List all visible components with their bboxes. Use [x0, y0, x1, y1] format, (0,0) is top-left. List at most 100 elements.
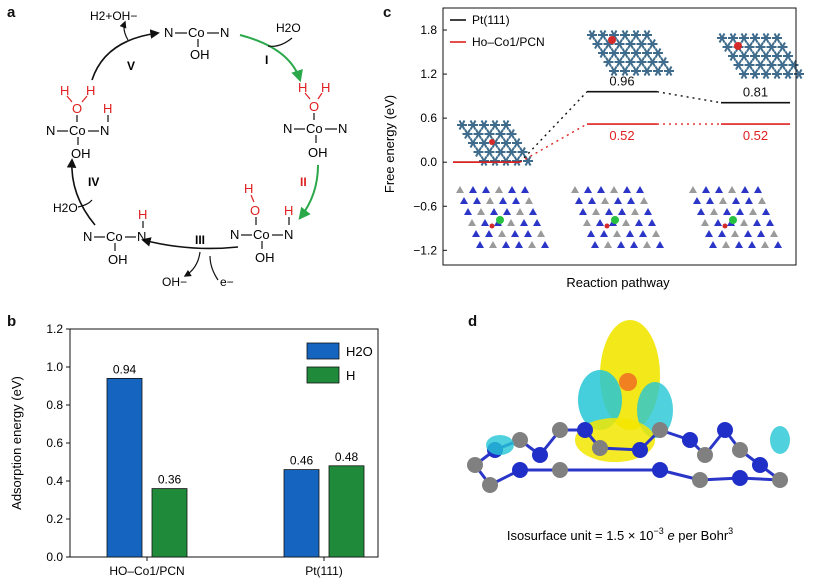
pcn-lattice-node: [498, 230, 506, 237]
pt-lattice-node: [777, 42, 788, 52]
energy-connector: [519, 123, 588, 163]
pcn-lattice-node: [731, 230, 739, 237]
atom-co: Co: [106, 229, 123, 244]
pt-lattice-node: [722, 42, 733, 52]
products-step-V: H2+OH−: [90, 9, 137, 23]
nitrogen-atom: [717, 422, 733, 438]
pcn-lattice-node: [774, 241, 782, 248]
y-tick-label: 0.0: [420, 155, 437, 169]
charge-density-render: [467, 320, 790, 493]
pt-lattice-node: [783, 51, 793, 61]
pcn-lattice-node: [521, 186, 529, 193]
pcn-lattice-node: [728, 186, 736, 193]
pcn-lattice-node: [601, 197, 609, 204]
carbon-atom: [592, 440, 608, 456]
atom-h-on-n: H: [138, 207, 147, 222]
pcn-lattice-node: [745, 197, 753, 204]
atom-n-left: N: [46, 123, 55, 138]
energy-connector: [656, 91, 722, 104]
pcn-slab-initial: [456, 186, 549, 248]
cyan-isosurface-edge: [486, 435, 514, 455]
carbon-atom: [552, 422, 568, 438]
pcn-lattice-node: [693, 197, 701, 204]
atom-o: O: [250, 203, 260, 218]
pcn-lattice-node: [749, 208, 757, 215]
pcn-lattice-node: [643, 241, 651, 248]
pt-lattice-node: [739, 33, 749, 43]
nitrogen-atom: [652, 462, 668, 478]
pt-lattice-node: [631, 66, 641, 76]
pt-lattice-node: [490, 120, 500, 130]
pt-lattice-node: [728, 33, 738, 43]
h2o-adsorbate: [608, 36, 616, 44]
pt-lattice-node: [506, 147, 517, 157]
pcn-lattice-node: [469, 186, 477, 193]
energy-diagram-y-axis-label: Free energy (eV): [382, 95, 397, 193]
pcn-lattice-node: [520, 219, 528, 226]
electron-in-step-III: e−: [220, 275, 234, 289]
energy-value-label: 0.81: [743, 85, 768, 100]
species-bottom: H N Co N OH: [83, 207, 147, 267]
pt-lattice-node: [783, 69, 793, 79]
pt-lattice-node: [761, 51, 771, 61]
pcn-lattice-node: [640, 197, 648, 204]
bar-chart-y-axis-label: Adsorption energy (eV): [9, 376, 24, 510]
pcn-lattice-node: [575, 197, 583, 204]
pt-lattice-node: [614, 57, 625, 67]
bar-value-label: 0.94: [113, 362, 137, 376]
ligand-oh: OH: [190, 47, 210, 62]
pcn-lattice-node: [718, 230, 726, 237]
pt-lattice-node: [664, 66, 674, 76]
h-adsorbate: [734, 42, 742, 50]
pt-lattice-node: [750, 33, 760, 43]
pcn-lattice-node: [525, 197, 533, 204]
nitrogen-atom: [577, 422, 593, 438]
legend-label: Ho–Co1/PCN: [472, 35, 545, 49]
carbon-atom: [652, 422, 668, 438]
pcn-lattice-node: [762, 208, 770, 215]
y-tick-label: −0.6: [413, 199, 437, 213]
atom-h-left: H: [298, 80, 307, 95]
pt-lattice-node: [501, 138, 511, 148]
pt-lattice-node: [777, 60, 788, 70]
pt-lattice-node: [620, 30, 630, 40]
pcn-lattice-node: [644, 208, 652, 215]
pt-lattice-node: [772, 51, 782, 61]
pt-lattice-node: [772, 33, 782, 43]
nitrogen-atom: [512, 462, 528, 478]
pcn-lattice-node: [482, 186, 490, 193]
pt-lattice-node: [625, 39, 636, 49]
arrow-step-V: [91, 29, 160, 81]
atom-n-left: N: [283, 121, 292, 136]
atom-h-on-o: H: [244, 181, 253, 196]
atom-n-right: N: [137, 229, 146, 244]
pt-lattice-node: [636, 39, 647, 49]
pcn-lattice-node: [537, 230, 545, 237]
pt-slab-final: [717, 33, 804, 79]
species-right: H H O N Co N OH: [283, 80, 347, 160]
pcn-lattice-node: [689, 186, 697, 193]
pt-lattice-node: [620, 66, 630, 76]
ligand-oh: OH: [71, 146, 91, 161]
co-atom: [729, 216, 737, 224]
atom-h-right: H: [321, 80, 330, 95]
pcn-lattice-node: [583, 219, 591, 226]
pcn-lattice-node: [588, 197, 596, 204]
nitrogen-atom: [532, 447, 548, 463]
nitrogen-atom: [632, 442, 648, 458]
pcn-lattice-node: [489, 241, 497, 248]
pt-lattice-node: [609, 66, 619, 76]
atom-h-left: H: [60, 83, 69, 98]
energy-connector: [519, 91, 588, 163]
pt-lattice-node: [739, 51, 749, 61]
pt-lattice-node: [739, 69, 749, 79]
pcn-lattice-node: [584, 186, 592, 193]
atom-o: O: [309, 99, 319, 114]
energy-value-label: 0.96: [609, 74, 634, 89]
pt-lattice-node: [625, 57, 636, 67]
pt-lattice-node: [506, 129, 517, 139]
arrow-h2o-in-I: [267, 37, 293, 47]
step-label-I: I: [265, 53, 268, 67]
pcn-lattice-node: [472, 230, 480, 237]
